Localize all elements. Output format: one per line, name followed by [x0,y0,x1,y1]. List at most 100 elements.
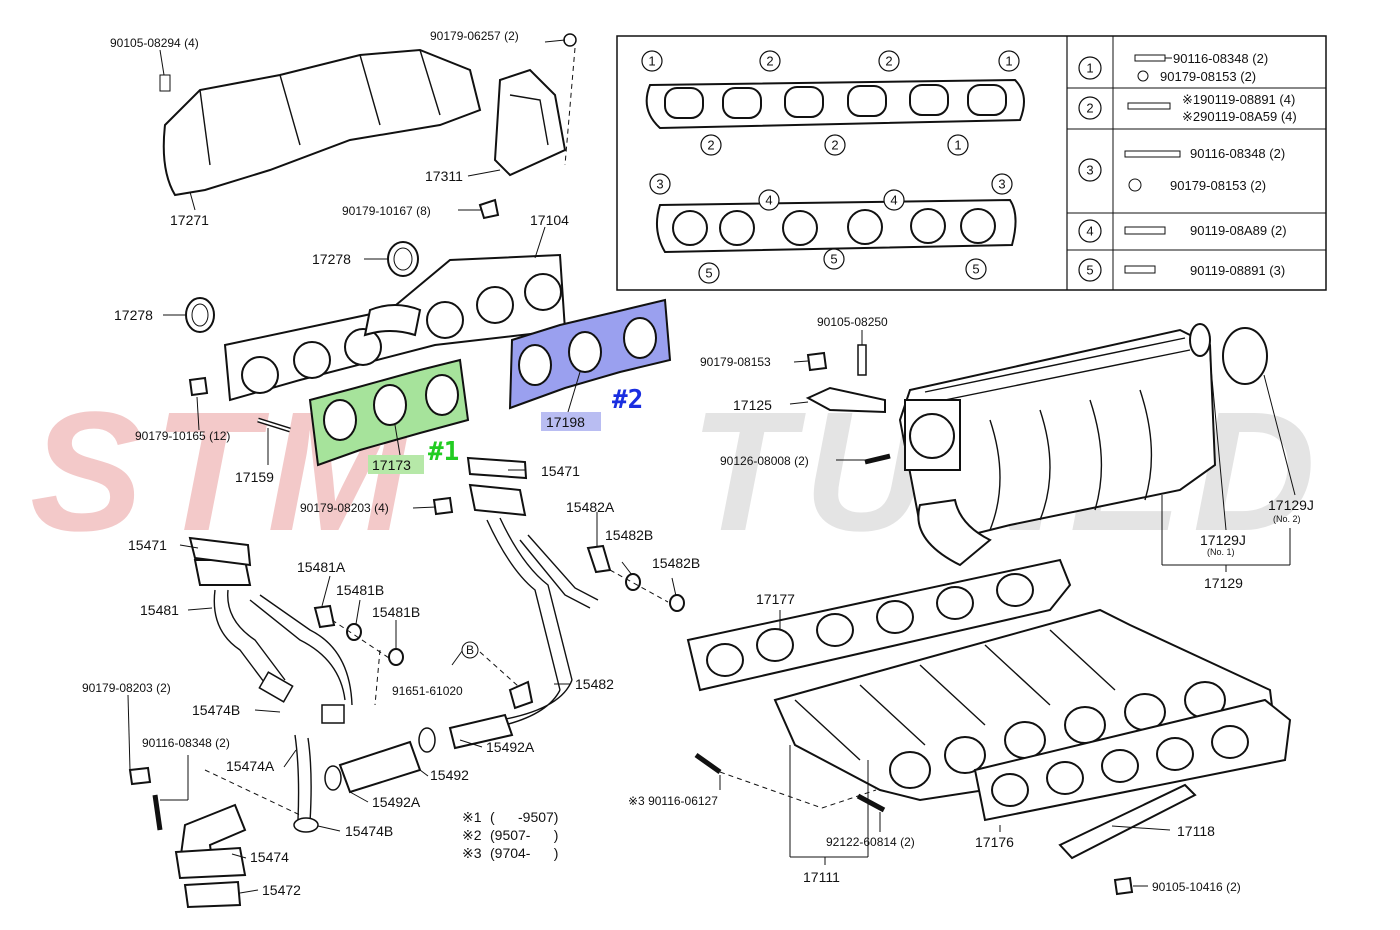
marker-b-circle [461,641,479,659]
label-90179-08203-left: 90179-08203 (2) [82,681,171,695]
intake-plenum-17129 [898,323,1268,567]
stay-17118 [1058,783,1197,860]
label-90179-08203-right: 90179-08203 (4) [300,501,389,515]
svg-text:1: 1 [954,138,961,153]
hose-15474A [293,734,319,833]
label-15482: 15482 [575,676,614,692]
washer-15482B-2 [669,594,685,612]
bolt-90179-08203-left [128,766,152,786]
bolt-15482A [586,544,612,574]
label-92122-60814: 92122-60814 (2) [826,835,915,849]
label-17271: 17271 [170,212,209,228]
inset-marker-2c: 2 [700,134,722,156]
label-90179-06257: 90179-06257 (2) [430,29,519,43]
nut-90179-10167 [478,198,500,220]
label-15474B-upper: 15474B [192,702,240,718]
label-15481B-2: 15481B [372,604,420,620]
inset-marker-3a: 3 [649,173,671,195]
label-17129J-no2: 17129J [1268,497,1314,513]
leader-lines [127,39,1296,894]
label-17278-lower: 17278 [114,307,153,323]
label-17278-upper: 17278 [312,251,351,267]
label-17198-highlight [541,412,601,431]
label-17118: 17118 [1177,823,1215,839]
label-15482B-1: 15482B [605,527,653,543]
note-2-mark: ※2 [462,827,482,843]
inset-marker-5a: 5 [698,262,720,284]
stud-17159 [257,417,291,433]
label-15492: 15492 [430,767,469,783]
gasket-17198-highlighted [508,298,672,410]
heat-shield-17271 [159,48,482,197]
label-17173: 17173 [372,457,411,473]
inset-marker-5b: 5 [823,248,845,270]
label-17173-highlight [368,455,424,474]
svg-text:2: 2 [831,138,838,153]
svg-text:2: 2 [707,138,714,153]
marker-b: B [466,643,474,657]
hose-15492 [324,727,436,794]
nut-90179-08153 [806,351,828,372]
washer-15482B-1 [625,573,641,591]
exhaust-manifold-17104 [223,253,567,402]
stud-90126-08008 [864,453,891,465]
svg-text:90116-08348 (2): 90116-08348 (2) [1190,146,1285,161]
ring-gasket-17278-upper [387,241,419,277]
svg-text:2: 2 [766,54,773,69]
note-3-mark: ※3 [462,845,482,861]
label-90105-08250: 90105-08250 [817,315,888,329]
svg-text:4: 4 [1086,224,1093,239]
label-17125: 17125 [733,397,772,413]
svg-text:5: 5 [705,266,712,281]
svg-text:5: 5 [1086,263,1093,278]
bolt-90105-10416 [1113,876,1134,896]
label-15474B-lower: 15474B [345,823,393,839]
label-15474: 15474 [250,849,289,865]
label-17129J-no1-sub: (No. 1) [1207,547,1235,557]
svg-text:1: 1 [1086,61,1093,76]
gasket-17173-highlighted [308,358,470,467]
svg-text:2: 2 [885,54,892,69]
svg-text:90119-08A89 (2): 90119-08A89 (2) [1190,223,1287,238]
part-labels: 90105-08294 (4) 90179-06257 (2) 17271 17… [82,29,1314,898]
label-90179-10167: 90179-10167 (8) [342,204,431,218]
stud-92122-60814 [856,793,886,813]
gasket-15471-right [466,456,528,480]
inset-gasket-upper [645,78,1025,130]
svg-text:90179-08153 (2): 90179-08153 (2) [1170,178,1266,193]
label-17129J-no1: 17129J [1200,532,1246,548]
label-17159: 17159 [235,469,274,485]
inset-marker-3b: 3 [991,173,1013,195]
legend-row-2: 2 ※190119-08891 (4) ※290119-08A59 (4) [1078,92,1297,124]
water-bypass-pipe-15481 [193,559,353,724]
svg-text:1: 1 [1005,54,1012,69]
svg-text:4: 4 [765,193,772,208]
label-15481A: 15481A [297,559,346,575]
bolt-90105-08250 [857,344,867,376]
intake-gasket-17176 [973,698,1292,822]
svg-text:3: 3 [1086,163,1093,178]
label-15481: 15481 [140,602,179,618]
note-3-value: (9704- ) [490,845,558,861]
label-17198: 17198 [546,414,585,430]
svg-text:90116-08348 (2): 90116-08348 (2) [1173,51,1268,66]
label-15471-right: 15471 [541,463,580,479]
label-17111: 17111 [803,869,840,885]
label-15471-left: 15471 [128,537,167,553]
label-15474A: 15474A [226,758,275,774]
svg-text:90119-08891 (3): 90119-08891 (3) [1190,263,1285,278]
inset-marker-4a: 4 [758,189,780,211]
inset-marker-5c: 5 [965,258,987,280]
note-2-value: (9507- ) [490,827,558,843]
label-90116-08348: 90116-08348 (2) [142,736,230,750]
date-notes: ※1 ( -9507) ※2 (9507- ) ※3 (9704- ) [462,809,558,861]
note-1-value: ( -9507) [490,809,558,825]
label-90126-08008: 90126-08008 (2) [720,454,809,468]
label-17177: 17177 [756,591,795,607]
label-15472: 15472 [262,882,301,898]
bracket-17311 [493,33,577,177]
inset-marker-1b: 1 [998,50,1020,72]
inset-marker-2d: 2 [824,134,846,156]
label-15492A-lower: 15492A [372,794,421,810]
